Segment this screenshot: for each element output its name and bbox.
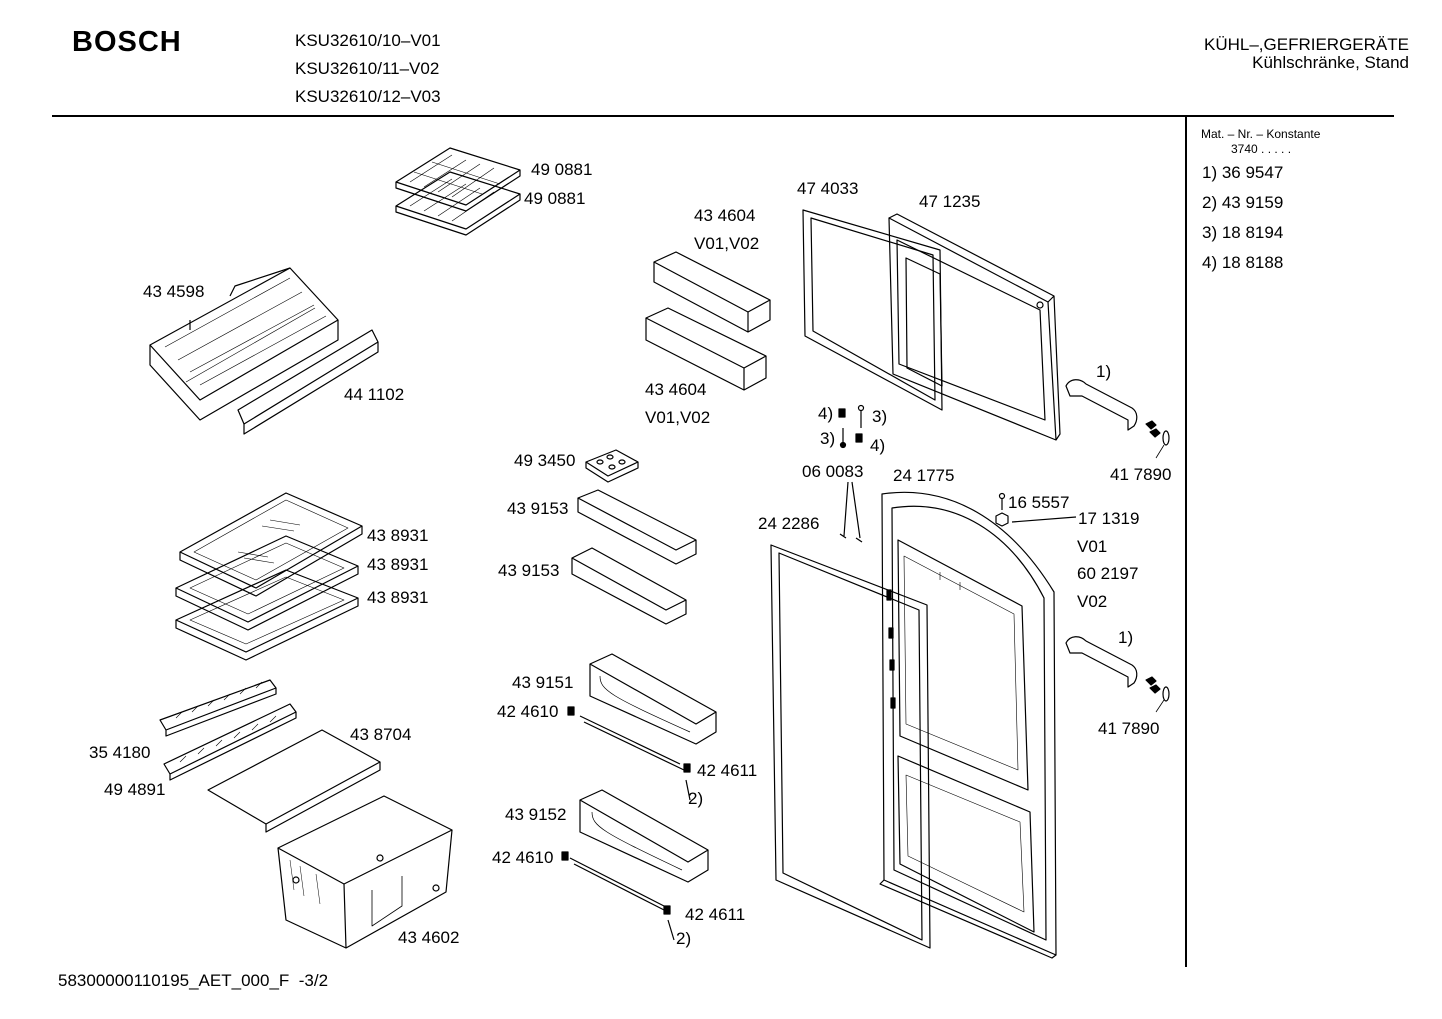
part-label: 49 0881 — [524, 189, 586, 208]
door-balcony-439152 — [580, 790, 708, 882]
part-label: 42 4610 — [497, 702, 559, 721]
handle-caps-lower — [1146, 677, 1169, 701]
part-label: 4) — [818, 404, 834, 423]
fridge-door — [880, 492, 1056, 958]
fridge-door-gasket — [771, 545, 930, 948]
part-label: 24 1775 — [893, 466, 955, 485]
part-label: 43 8931 — [367, 555, 429, 574]
part-label: 3) — [820, 429, 836, 448]
freezer-grid-upper — [396, 148, 520, 211]
part-label: 06 0083 — [802, 462, 864, 481]
part-label: 49 0881 — [531, 160, 593, 179]
legend-item-3: 3) 18 8194 — [1202, 223, 1284, 242]
glass-shelf-2 — [176, 536, 358, 630]
part-label: 42 4611 — [697, 761, 758, 780]
part-label: 60 2197 — [1077, 564, 1139, 583]
part-label: V01 — [1077, 537, 1108, 556]
crisper-rail-494891 — [164, 704, 296, 780]
freezer-basket — [150, 268, 338, 420]
part-label: 2) — [676, 929, 692, 948]
part-label: 43 8931 — [367, 526, 429, 545]
fixing-pins — [840, 482, 862, 542]
part-label: 47 4033 — [797, 179, 859, 198]
part-label: 3) — [872, 407, 888, 426]
egg-tray — [586, 450, 638, 482]
part-label: 44 1102 — [344, 385, 405, 404]
freezer-door-shelf-upper — [654, 252, 770, 332]
part-label: 43 4604 — [694, 206, 756, 225]
retainer-bar-upper — [568, 707, 690, 800]
glass-shelf-1 — [180, 493, 362, 596]
part-label: 43 4602 — [398, 928, 460, 947]
part-label: 1) — [1096, 362, 1112, 381]
door-handle-upper — [1066, 380, 1137, 430]
door-balcony-439151 — [590, 654, 716, 744]
part-label: 41 7890 — [1098, 719, 1160, 738]
freezer-door-shelf-lower — [646, 308, 766, 390]
part-label: V01,V02 — [645, 408, 711, 427]
legend-item-4: 4) 18 8188 — [1202, 253, 1284, 272]
crisper-cover — [208, 730, 380, 832]
part-label: 35 4180 — [89, 743, 151, 762]
freezer-grid-lower — [396, 172, 520, 235]
basket-front-trim — [238, 330, 378, 434]
part-label: 43 4598 — [143, 282, 205, 301]
hinge-hardware — [839, 406, 864, 448]
part-label: 43 9153 — [507, 499, 569, 518]
part-label: V02 — [1077, 592, 1108, 611]
part-label: 43 8931 — [367, 588, 429, 607]
part-label: 43 9152 — [505, 805, 567, 824]
freezer-door — [889, 214, 1060, 440]
sidebar-title: Mat. – Nr. – Konstante — [1201, 127, 1321, 141]
legend-item-2: 2) 43 9159 — [1202, 193, 1284, 212]
part-label: 47 1235 — [919, 192, 981, 211]
part-label: 2) — [688, 789, 704, 808]
part-label: 42 4610 — [492, 848, 554, 867]
part-label: 43 4604 — [645, 380, 707, 399]
part-label: 49 4891 — [104, 780, 166, 799]
glass-shelf-3 — [176, 570, 358, 660]
part-label: 42 4611 — [685, 905, 746, 924]
part-label: 4) — [870, 436, 886, 455]
part-label: 43 9151 — [512, 673, 574, 692]
category-subtitle: Kühlschränke, Stand — [1252, 53, 1409, 72]
legend-item-1: 1) 36 9547 — [1202, 163, 1284, 182]
part-label: 49 3450 — [514, 451, 576, 470]
model-number-3: KSU32610/12–V03 — [295, 87, 441, 106]
crisper-rail-354180 — [160, 680, 276, 736]
freezer-door-gasket — [803, 210, 942, 410]
retainer-bar-lower — [562, 852, 674, 940]
document-code: 58300000110195_AET_000_F -3/2 — [58, 971, 328, 991]
document-code-text: 58300000110195_AET_000_F — [58, 971, 290, 990]
part-label: 1) — [1118, 628, 1134, 647]
part-label: 16 5557 — [1008, 493, 1070, 512]
leader-lines — [1156, 445, 1164, 712]
handle-caps-upper — [1146, 421, 1169, 445]
door-shelf-439153-upper — [578, 490, 696, 564]
sidebar-divider — [1185, 117, 1187, 967]
part-label: 17 1319 — [1078, 509, 1140, 528]
part-label: V01,V02 — [694, 234, 760, 253]
model-number-1: KSU32610/10–V01 — [295, 31, 441, 50]
door-handle-lower — [1066, 637, 1137, 687]
door-shelf-439153-lower — [572, 548, 686, 624]
page-indicator: -3/2 — [298, 971, 329, 990]
model-number-2: KSU32610/11–V02 — [295, 59, 440, 78]
part-label: 41 7890 — [1110, 465, 1172, 484]
category-title: KÜHL–,GEFRIERGERÄTE — [1204, 35, 1409, 54]
header-divider — [52, 115, 1394, 117]
small-parts-165557 — [996, 494, 1076, 527]
crisper-drawer — [278, 796, 452, 948]
part-label: 43 8704 — [350, 725, 412, 744]
part-label: 24 2286 — [758, 514, 820, 533]
part-label: 43 9153 — [498, 561, 560, 580]
sidebar-subtitle: 3740 . . . . . — [1231, 142, 1292, 156]
brand-logo: BOSCH — [72, 26, 182, 58]
